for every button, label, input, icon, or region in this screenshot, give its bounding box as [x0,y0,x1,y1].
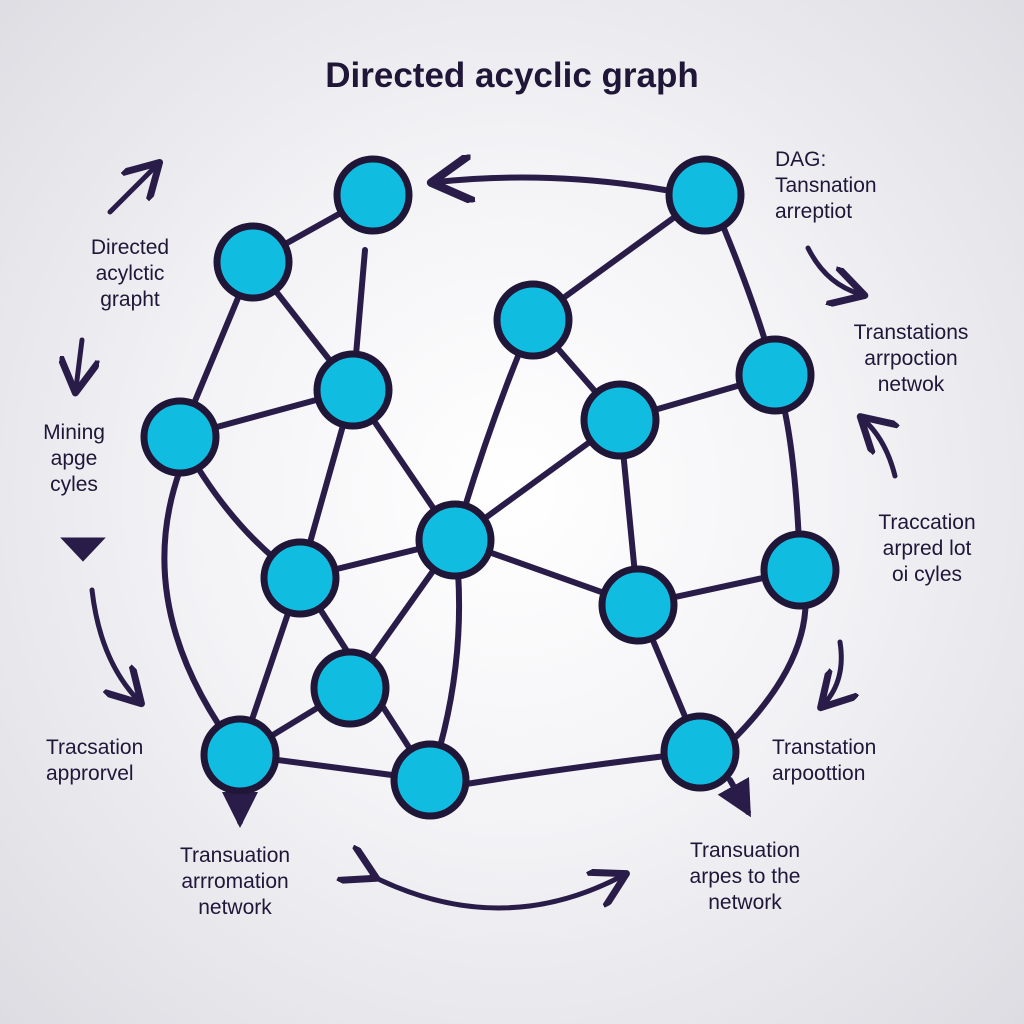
arrow-down-icon [76,337,82,388]
node [580,380,660,460]
label-line: arpoottion [772,762,866,785]
label-right-upper: Transtations arrpoction netwok [826,320,996,398]
node [313,350,393,430]
label-line: Tansnation [775,174,877,197]
label-left-upper: Directed acylctic grapht [60,235,200,313]
arrow-curve-up-icon [864,420,895,479]
arrow-curve-down-icon [89,587,138,700]
arrow-down-triangle-icon [60,537,106,562]
arrow-double-bottom-icon [372,876,622,911]
label-right-lower: Transtation arpoottion [772,735,876,787]
diagram-title: Directed acyclic graph [325,56,699,95]
node [415,500,495,580]
edge [427,737,706,793]
label-line: arpes to the [689,865,801,888]
node [213,222,293,302]
label-line: arrpoction [864,347,958,370]
label-line: cyles [50,473,98,496]
arrow-curve-down-right-icon [824,639,841,704]
label-line: network [708,891,782,914]
label-line: Tracsation [46,736,144,759]
label-line: approrvel [46,762,134,785]
label-line: DAG: [775,148,827,171]
edge [717,777,751,818]
node [493,280,573,360]
label-line: Directed [90,236,170,259]
node [333,155,413,235]
node [200,715,280,795]
label-line: acylctic [95,262,165,285]
label-bottom-left: Transuation arrromation network [150,843,320,921]
node [390,740,470,820]
decorative-arrows [60,166,895,911]
node [660,712,740,792]
label-line: arreptiot [775,200,853,223]
arrow-curve-right-icon [805,245,860,294]
label-line: Transtations [853,321,969,344]
node [310,648,390,728]
label-line: Transuation [689,839,801,862]
label-line: Mining [43,421,105,444]
label-right-middle: Traccation arpred lot oi cyles [852,510,1002,588]
node [260,538,340,618]
label-line: arrromation [181,870,289,893]
label-line: grapht [100,288,160,311]
node [665,155,745,235]
edge [161,467,243,758]
label-line: Transtation [772,736,877,759]
label-left-lower: Tracsation approrvel [46,735,143,787]
arrow-up-right-icon [107,166,156,215]
label-left-middle: Mining apge cyles [24,420,124,498]
edge [437,178,668,191]
node [140,397,220,477]
label-line: arpred lot [882,537,972,560]
label-bottom-right: Transuation arpes to the network [660,838,830,916]
node [760,530,840,610]
node [598,565,678,645]
label-line: Transuation [179,844,291,867]
node [735,335,815,415]
label-top-right: DAG: Tansnation arreptiot [775,147,877,225]
label-line: apge [50,447,98,470]
label-line: Traccation [878,511,976,534]
label-line: netwok [877,373,945,396]
label-line: network [198,896,272,919]
graph-nodes [140,155,840,820]
label-line: oi cyles [891,563,963,586]
